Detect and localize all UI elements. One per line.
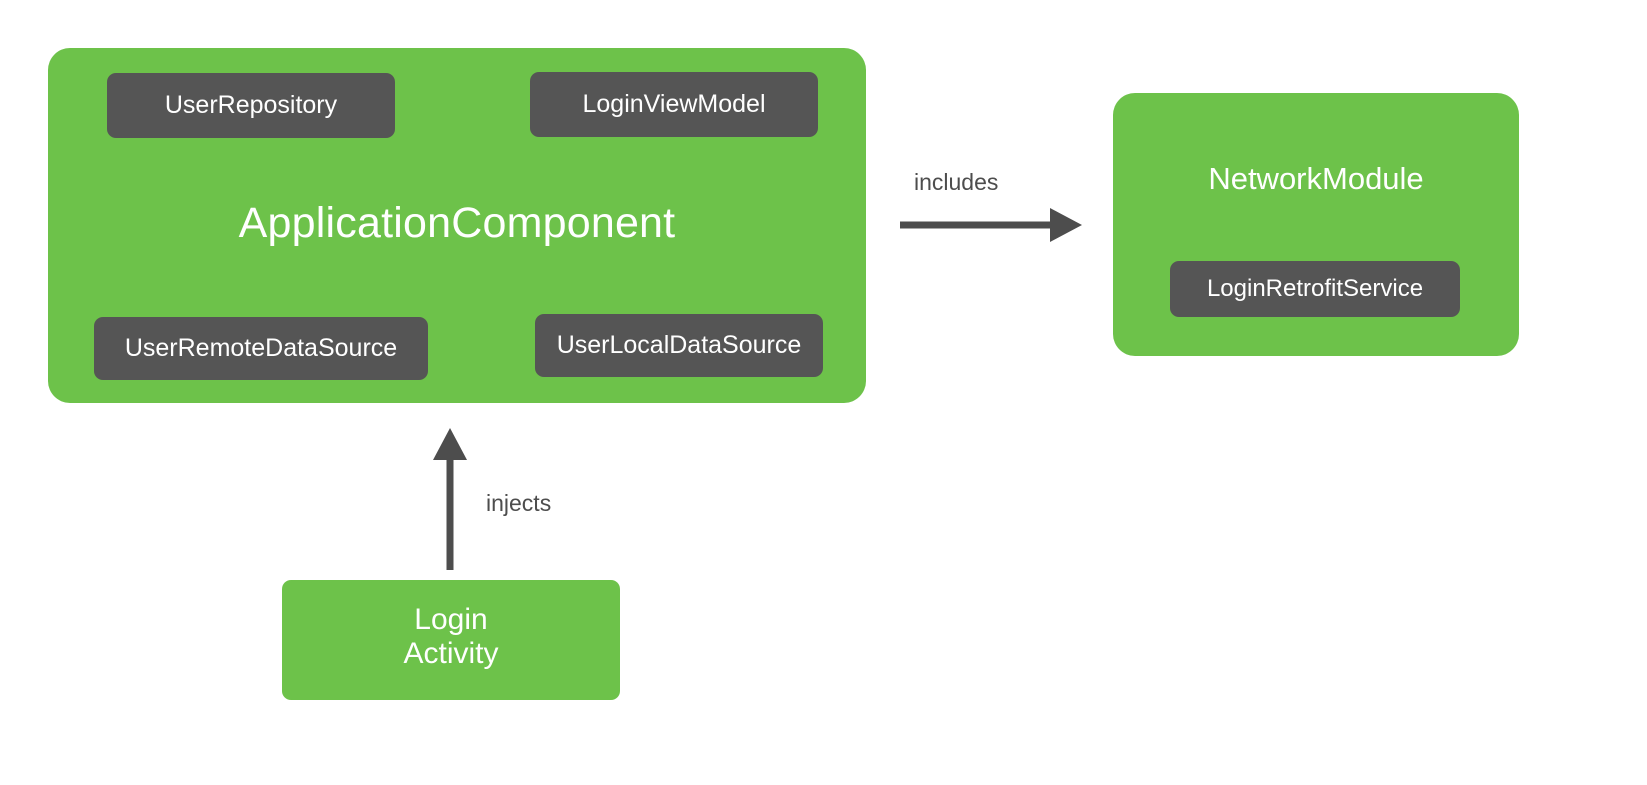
edge-label-includes: includes: [914, 169, 999, 195]
node-login-activity[interactable]: [282, 580, 620, 700]
chip-user-local-data-source[interactable]: UserLocalDataSource: [535, 314, 823, 377]
application-component-title: ApplicationComponent: [238, 199, 676, 247]
network-module-title: NetworkModule: [1208, 161, 1424, 196]
chip-user-repository[interactable]: UserRepository: [107, 73, 395, 138]
edge-includes-arrow-icon: [900, 208, 1082, 242]
login-activity-label-line1: Login: [414, 603, 488, 636]
edge-label-injects: injects: [486, 490, 552, 516]
chip-user-remote-data-source[interactable]: UserRemoteDataSource: [94, 317, 428, 380]
login-activity-title: Login Activity: [282, 603, 620, 670]
edge-injects-arrow-icon: [433, 428, 467, 570]
chip-login-view-model[interactable]: LoginViewModel: [530, 72, 818, 137]
login-activity-label-line2: Activity: [403, 636, 499, 670]
edge-includes-arrowhead-icon: [1050, 208, 1082, 242]
edge-injects-arrowhead-icon: [433, 428, 467, 460]
chip-login-retrofit-service[interactable]: LoginRetrofitService: [1170, 261, 1460, 317]
